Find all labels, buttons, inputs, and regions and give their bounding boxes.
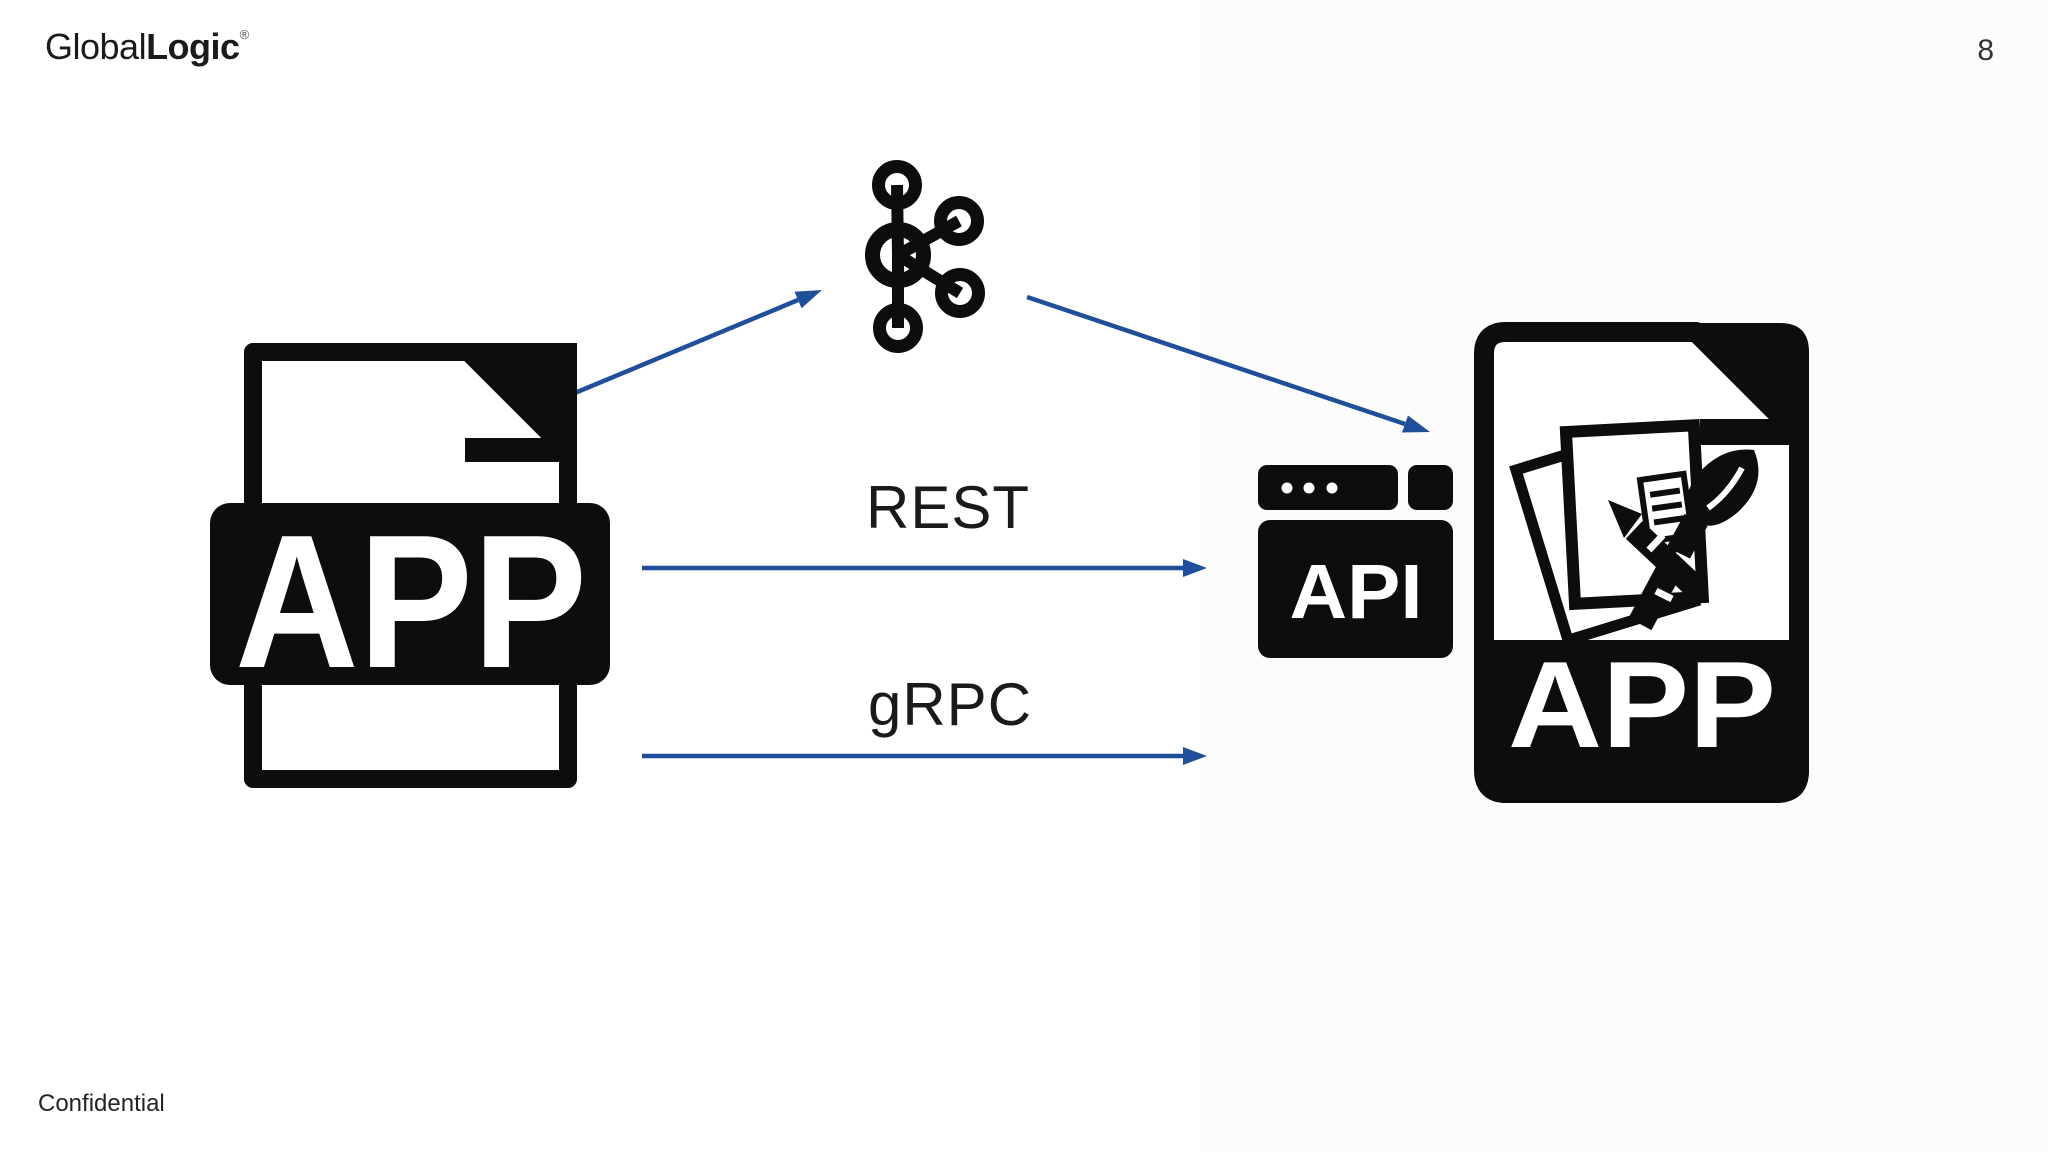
api-label: API: [1290, 549, 1423, 635]
registered-mark: ®: [239, 27, 250, 42]
logo-part-logic: Logic: [146, 26, 240, 67]
arrow-grpc: [642, 747, 1207, 765]
rest-label: REST: [865, 474, 1031, 541]
logo-part-global: Global: [45, 26, 147, 67]
source-app-label: APP: [235, 496, 587, 708]
browser-dots-icon: [1281, 482, 1338, 494]
pencil-icon: [1608, 500, 1709, 601]
kafka-icon: [865, 160, 985, 353]
grpc-label: gRPC: [867, 671, 1033, 738]
target-app-label: APP: [1508, 637, 1776, 774]
arrow-rest: [642, 559, 1207, 577]
app-file-icon: APP: [210, 343, 610, 788]
page-number: 8: [1977, 34, 1994, 67]
globallogic-logo: GlobalLogic®: [45, 26, 249, 68]
api-browser-icon: API: [1258, 465, 1453, 658]
app-design-file-icon: APP: [1474, 322, 1809, 803]
confidential-label: Confidential: [38, 1090, 165, 1117]
design-tools-illustration: [1509, 418, 1759, 648]
